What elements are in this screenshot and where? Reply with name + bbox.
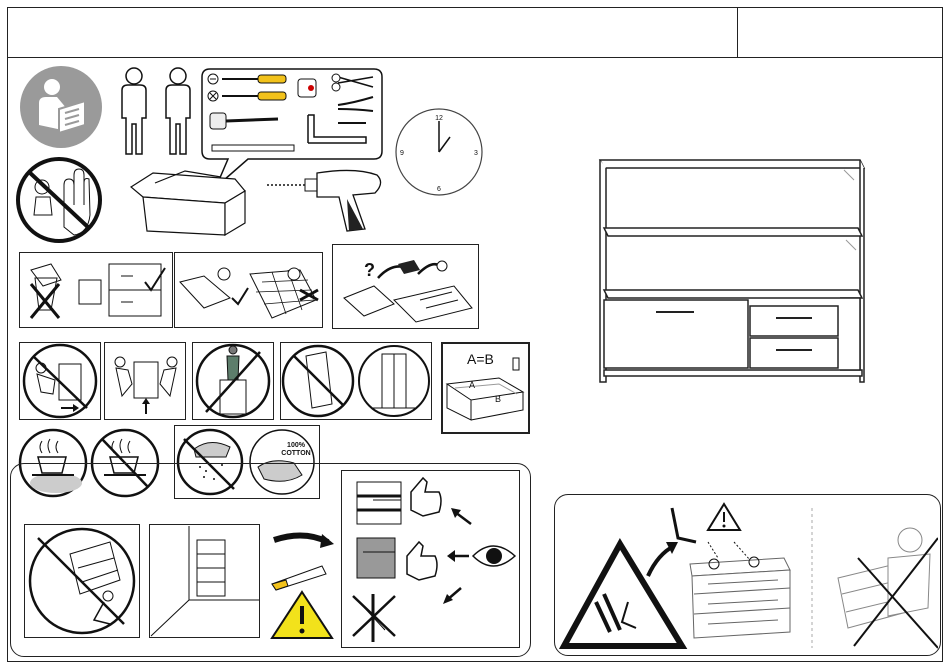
no-drag-icon (19, 342, 101, 420)
two-person-icon (116, 66, 202, 158)
packaging-icon (21, 254, 171, 326)
aligned-check-icon: A=B A B (443, 344, 528, 432)
fixing-guide-icon (343, 472, 518, 646)
thumbs-up-icon (411, 478, 441, 516)
cotton-percent: 100% (287, 442, 306, 449)
svg-text:?: ? (364, 260, 375, 280)
header-title-cell (8, 8, 738, 57)
no-climb-icon (192, 342, 274, 420)
clock-label-6: 6 (437, 186, 441, 193)
wall-shelf-icon (149, 524, 260, 638)
aligned-side-b: B (495, 394, 501, 404)
cotton-word: COTTON (281, 450, 310, 457)
clock-label-3: 3 (474, 150, 478, 157)
aligned-equation: A=B (467, 351, 494, 367)
aligned-side-a: A (469, 380, 475, 390)
eye-icon (473, 546, 515, 566)
help-call-icon: ? (334, 246, 477, 327)
floor-protection-icon (176, 254, 321, 326)
no-children-icon (14, 155, 104, 245)
clock-label-9: 9 (400, 150, 404, 157)
clock-label-12: 12 (435, 115, 443, 122)
read-manual-icon (19, 65, 103, 149)
lift-icon (104, 342, 186, 420)
no-tip-icon (24, 524, 140, 638)
clock-icon: 12 3 6 9 (394, 107, 484, 197)
header-code-cell (739, 8, 942, 57)
toolbox-icon (125, 165, 250, 240)
header-bar (7, 7, 943, 58)
anti-tip-icon (558, 498, 938, 653)
screw-tools-icon (266, 528, 338, 640)
product-drawing (594, 150, 870, 390)
warning-triangle-icon (564, 544, 682, 646)
upright-icon (280, 342, 432, 420)
drill-icon (265, 165, 390, 235)
